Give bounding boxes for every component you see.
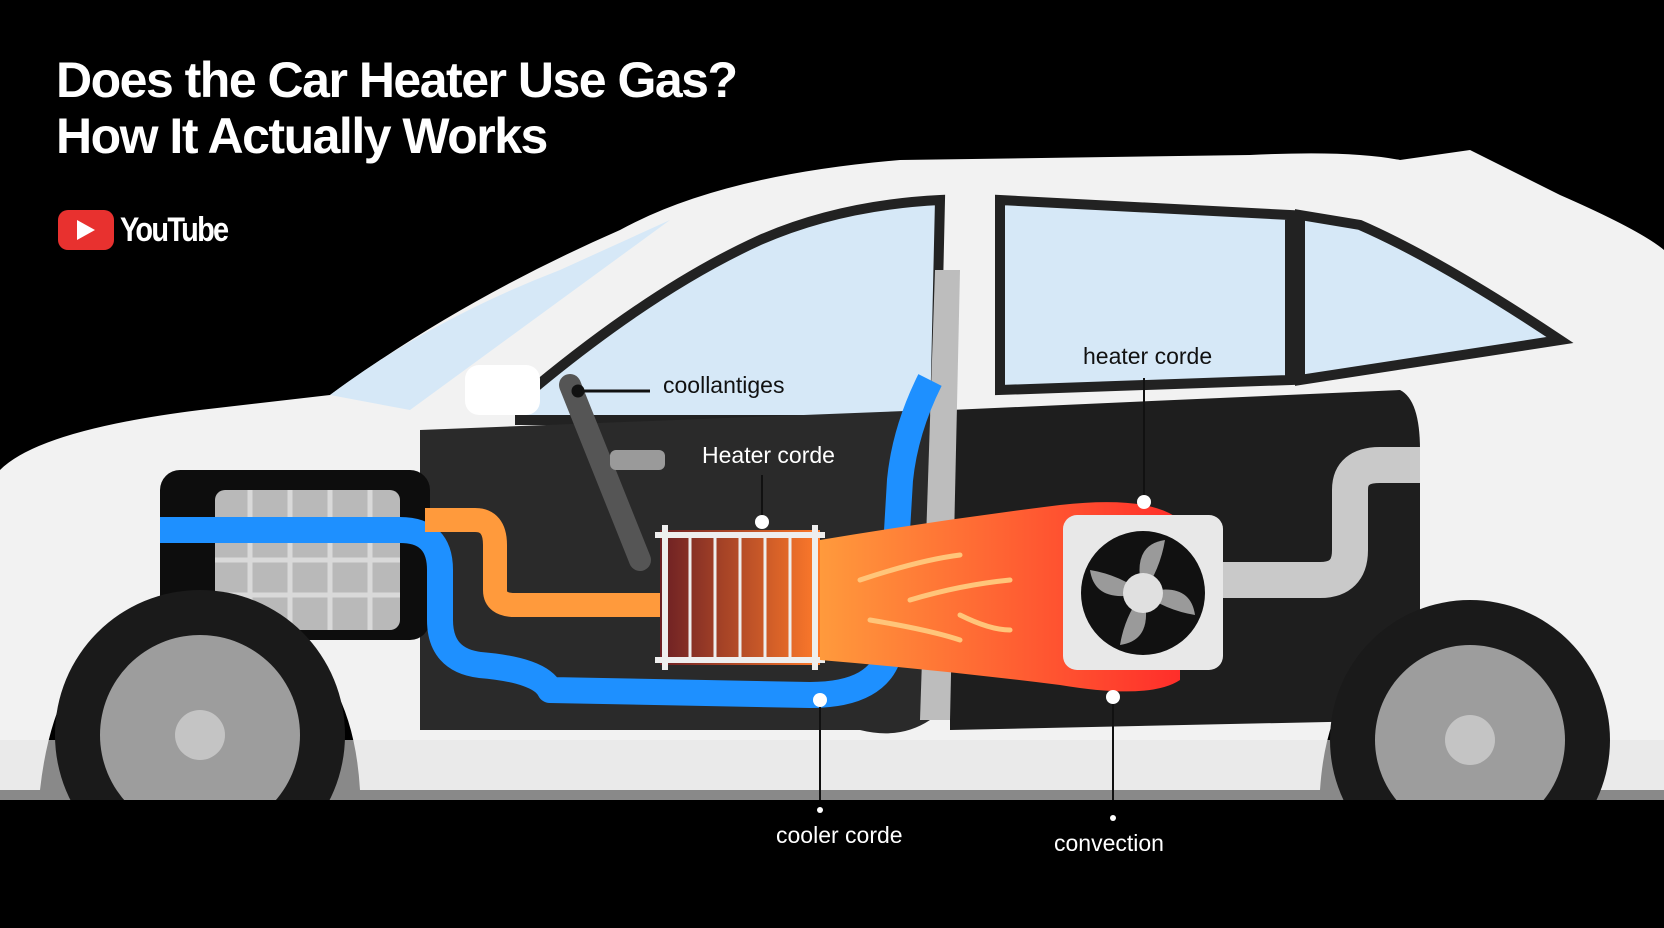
ground xyxy=(0,800,1664,928)
title-line-2: How It Actually Works xyxy=(56,108,548,164)
page-title: Does the Car Heater Use Gas? How It Actu… xyxy=(56,52,738,164)
label-cooler-core: cooler corde xyxy=(776,822,903,848)
brand-label: YouTube xyxy=(120,210,229,249)
steering-column xyxy=(559,374,651,571)
youtube-brand: YouTube xyxy=(58,210,246,250)
rear-window xyxy=(995,194,1295,396)
car-lower-trim xyxy=(0,740,1664,800)
windshield xyxy=(330,220,670,410)
label-heater-core-front: Heater corde xyxy=(702,442,835,468)
radiator-icon xyxy=(655,525,825,670)
rear-quarter-window xyxy=(1295,209,1574,386)
leader-lines-dark xyxy=(761,378,1145,800)
label-convection: convection xyxy=(1054,830,1164,856)
front-window xyxy=(515,194,946,425)
coolant-pipe xyxy=(160,374,942,708)
title-line-1: Does the Car Heater Use Gas? xyxy=(56,52,738,108)
heat-wave-lines xyxy=(857,552,1013,643)
label-heater-core-rear: heater corde xyxy=(1083,343,1213,369)
youtube-play-icon xyxy=(58,210,114,250)
mirror xyxy=(465,365,540,415)
fan-icon xyxy=(1063,515,1223,670)
hot-pipe xyxy=(425,508,660,617)
leader-lines xyxy=(571,384,650,398)
exhaust-pipe xyxy=(1223,447,1420,598)
door-handle xyxy=(610,450,665,470)
label-coolant: coollantiges xyxy=(663,372,785,398)
